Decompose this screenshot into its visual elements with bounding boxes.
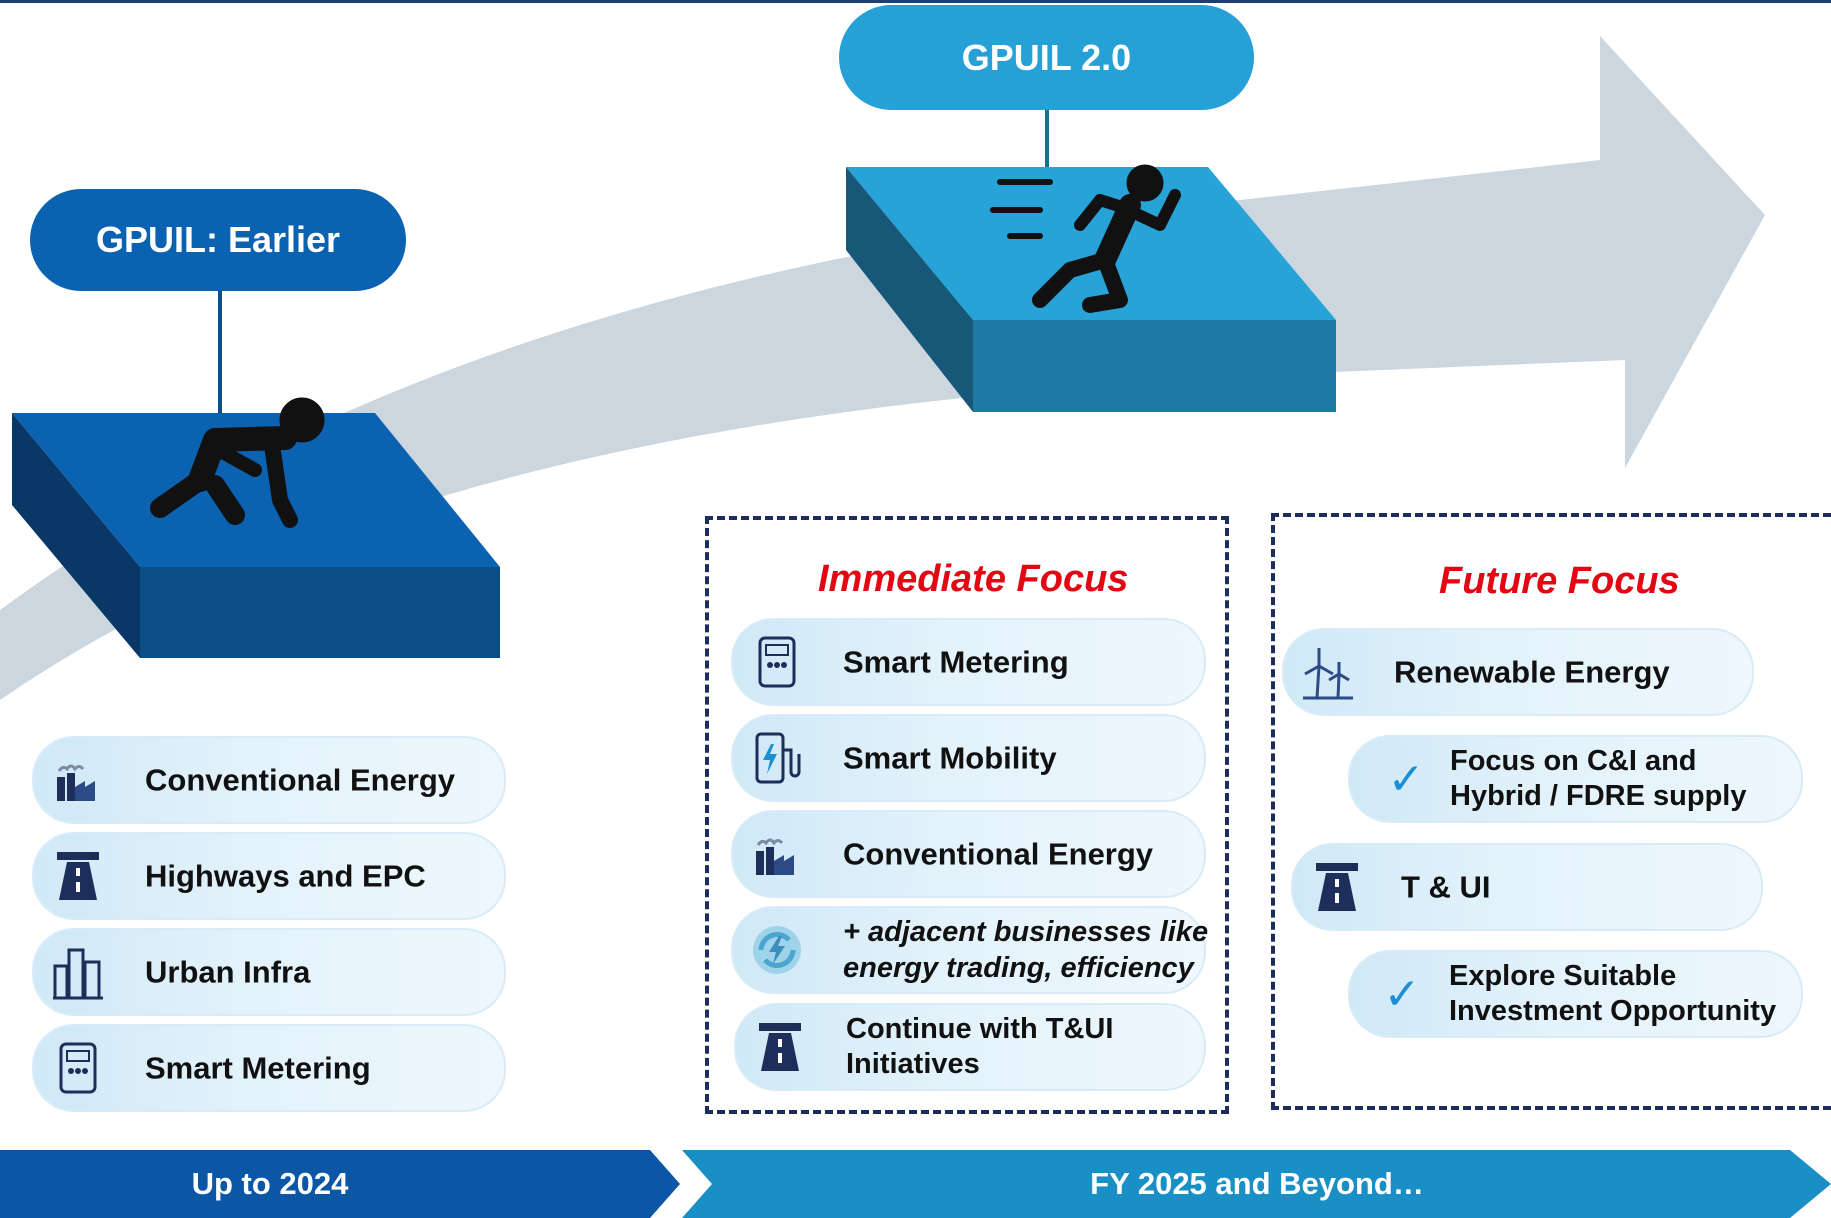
future-item-label-line2: Hybrid / FDRE supply: [1450, 780, 1747, 812]
future-item-label-line2: Investment Opportunity: [1449, 995, 1777, 1027]
future-item-label-multiline: Focus on C&I and Hybrid / FDRE supply: [1450, 744, 1746, 814]
power-plant-icon: [749, 826, 805, 882]
immediate-item-label-multiline: Continue with T&UI Initiatives: [846, 1012, 1113, 1082]
timeline-left-label: Up to 2024: [191, 1166, 349, 1201]
top-rule: [0, 0, 1831, 3]
immediate-item-label: Conventional Energy: [843, 836, 1154, 872]
timeline-right-band: FY 2025 and Beyond…: [682, 1150, 1831, 1218]
future-item-label: Renewable Energy: [1394, 654, 1670, 690]
check-icon: ✓: [1387, 754, 1425, 804]
future-focus-title: Future Focus: [1439, 560, 1680, 602]
immediate-item-t-ui-initiatives: Continue with T&UI Initiatives: [734, 1003, 1206, 1091]
energy-cycle-icon: [749, 922, 805, 978]
earlier-item-conventional-energy: Conventional Energy: [32, 736, 506, 824]
ev-charger-icon: [749, 730, 805, 786]
earlier-platform: [12, 413, 500, 658]
next-platform: [846, 167, 1336, 412]
immediate-item-label-line1: + adjacent businesses like: [843, 916, 1209, 948]
timeline-left-band: Up to 2024: [0, 1150, 540, 1218]
immediate-item-label-line2: energy trading, efficiency: [843, 952, 1194, 984]
earlier-item-urban-infra: Urban Infra: [32, 928, 506, 1016]
immediate-item-label: Smart Metering: [843, 644, 1069, 680]
band-right-shape: [682, 1150, 1831, 1218]
future-item-investment: ✓ Explore Suitable Investment Opportunit…: [1348, 950, 1803, 1038]
immediate-item-label-line1: Continue with T&UI: [846, 1013, 1114, 1045]
future-item-label-line1: Explore Suitable: [1449, 960, 1677, 992]
highway-icon: [50, 848, 106, 904]
check-icon: ✓: [1383, 969, 1421, 1019]
earlier-item-highways: Highways and EPC: [32, 832, 506, 920]
immediate-item-label: Smart Mobility: [843, 740, 1057, 776]
wind-turbine-icon: [1300, 644, 1356, 700]
future-item-renewable-energy: Renewable Energy: [1282, 628, 1754, 716]
immediate-item-conventional-energy: Conventional Energy: [731, 810, 1206, 898]
crouching-runner-icon: [150, 397, 325, 528]
next-title: GPUIL 2.0: [961, 36, 1132, 78]
earlier-item-smart-metering: Smart Metering: [32, 1024, 506, 1112]
earlier-item-label: Highways and EPC: [145, 858, 426, 894]
future-item-label: T & UI: [1401, 869, 1491, 905]
immediate-focus-title: Immediate Focus: [818, 558, 1129, 600]
earlier-title: GPUIL: Earlier: [95, 219, 341, 260]
next-title-pill: GPUIL 2.0: [839, 5, 1254, 110]
smart-meter-icon: [50, 1040, 106, 1096]
earlier-item-label: Smart Metering: [145, 1050, 371, 1086]
future-item-t-ui: T & UI: [1291, 843, 1763, 931]
immediate-focus-box: [705, 516, 1229, 1114]
sprinting-runner-icon: [990, 164, 1181, 313]
smart-meter-icon: [749, 634, 805, 690]
progress-arrow: [0, 36, 1765, 700]
immediate-item-smart-mobility: Smart Mobility: [731, 714, 1206, 802]
future-item-ci-hybrid: ✓ Focus on C&I and Hybrid / FDRE supply: [1348, 735, 1803, 823]
earlier-item-label: Urban Infra: [145, 954, 311, 990]
future-item-label-line1: Focus on C&I and: [1450, 745, 1697, 777]
band-left-shape: [0, 1150, 680, 1218]
immediate-item-adjacent-businesses: + adjacent businesses like energy tradin…: [731, 906, 1208, 994]
timeline-right-label: FY 2025 and Beyond…: [1090, 1166, 1424, 1201]
earlier-title-pill: GPUIL: Earlier: [30, 189, 406, 291]
highway-icon: [1309, 859, 1365, 915]
highway-icon: [752, 1019, 808, 1075]
earlier-item-label: Conventional Energy: [145, 762, 456, 798]
immediate-item-label-multiline: + adjacent businesses like energy tradin…: [843, 914, 1208, 986]
future-item-label-multiline: Explore Suitable Investment Opportunity: [1449, 959, 1776, 1029]
future-focus-box: [1271, 513, 1831, 1110]
immediate-item-smart-metering: Smart Metering: [731, 618, 1206, 706]
city-buildings-icon: [50, 944, 106, 1000]
power-plant-icon: [50, 752, 106, 808]
immediate-item-label-line2: Initiatives: [846, 1048, 980, 1080]
